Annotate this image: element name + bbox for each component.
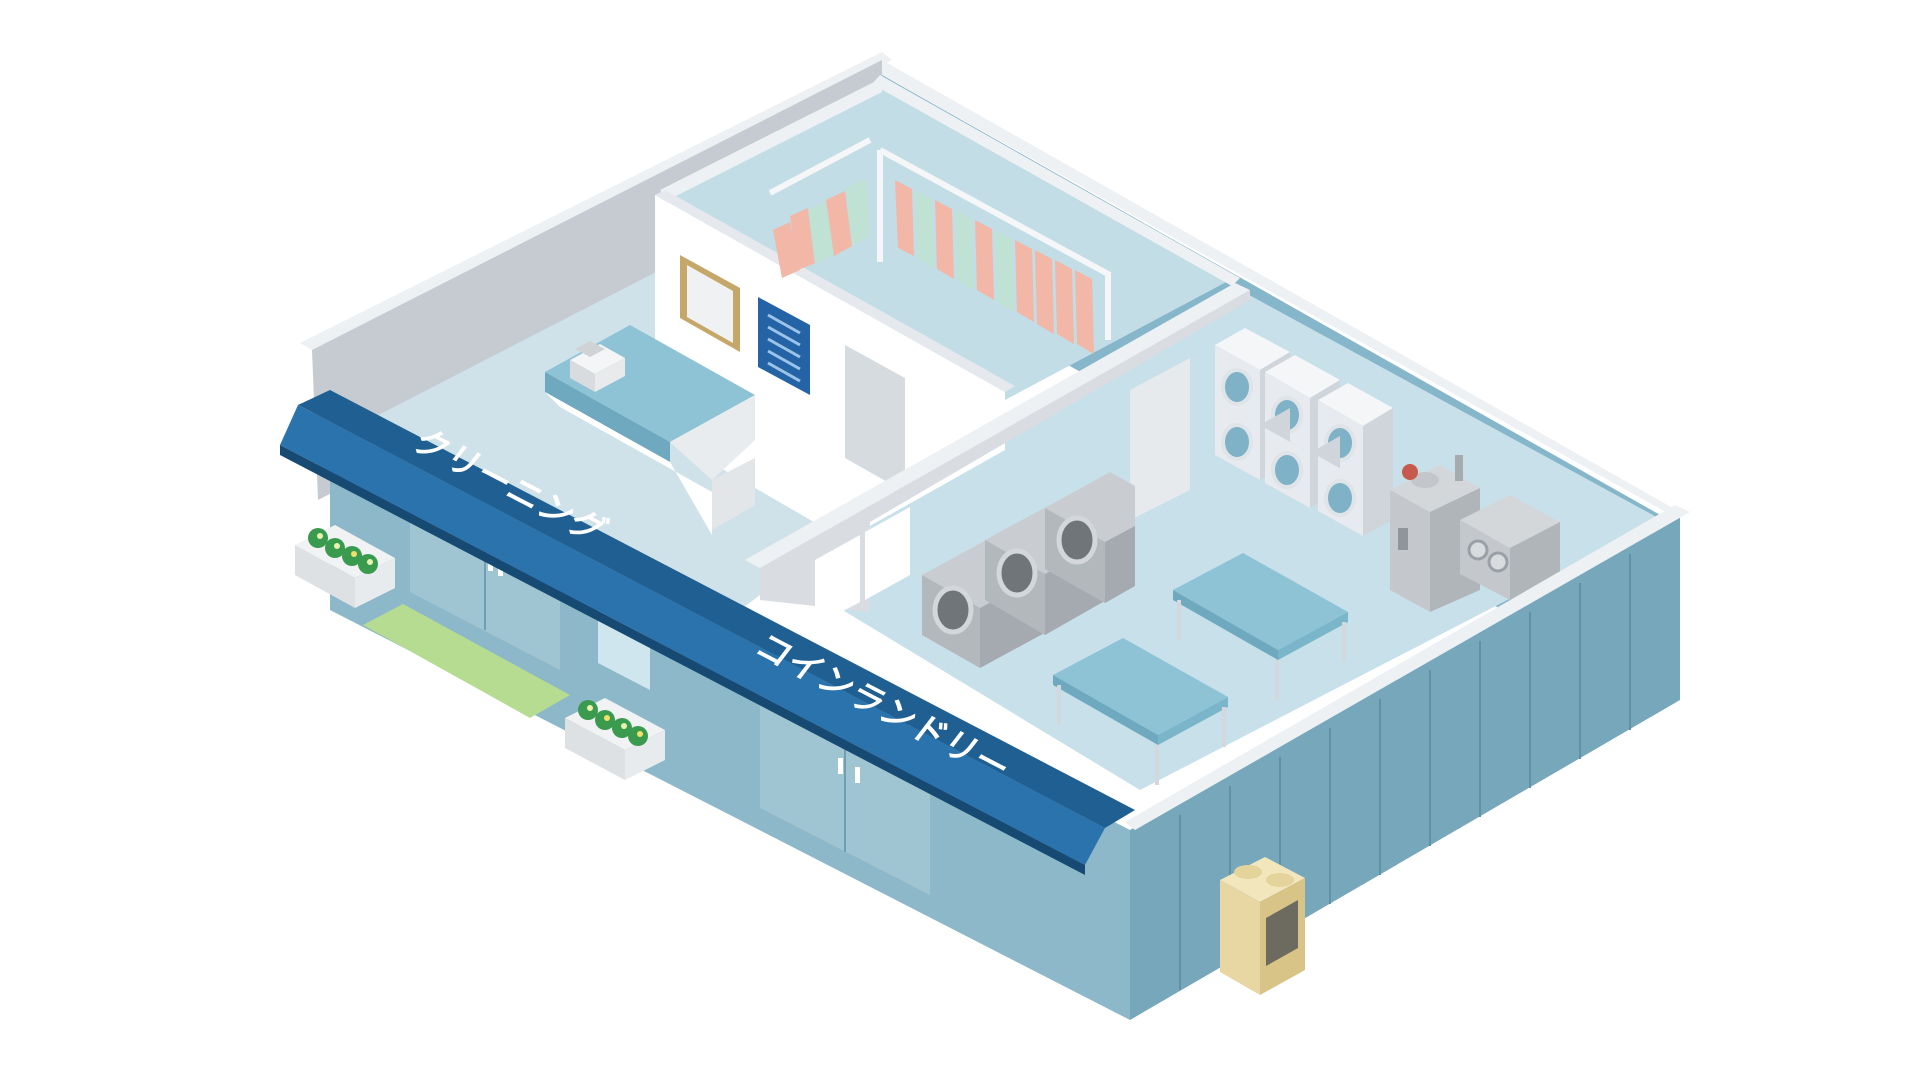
dryer-row (922, 472, 1135, 668)
air-conditioner-icon (1220, 857, 1305, 995)
folding-table (1173, 553, 1348, 700)
folding-table (1053, 638, 1228, 785)
boiler-icon (1390, 455, 1560, 612)
storage-room (655, 75, 1240, 540)
partition-window (815, 535, 860, 626)
washing-machine-icon (1318, 456, 1393, 536)
reception-counter (545, 325, 755, 535)
flower-planter-icon (295, 525, 395, 608)
cash-register-icon (570, 341, 625, 392)
dryer-icon (1045, 472, 1135, 603)
clothes-rack (768, 137, 1112, 354)
back-door (1130, 358, 1190, 520)
office-door (845, 345, 905, 492)
store-awning (280, 390, 1135, 875)
entrance-mat (363, 604, 570, 718)
washer-stack (1215, 328, 1393, 536)
notice-board (758, 297, 810, 395)
partition-wall (745, 283, 1250, 626)
partition-window (865, 507, 910, 600)
flower-planter-icon (565, 698, 665, 780)
